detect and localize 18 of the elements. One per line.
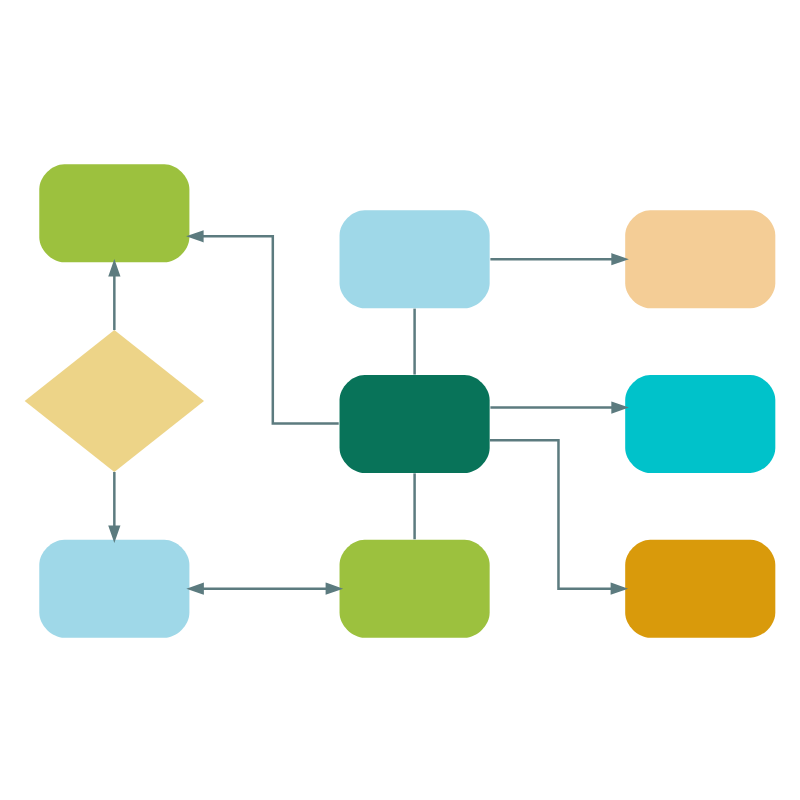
node-box <box>39 163 190 262</box>
node-box <box>625 538 776 637</box>
arrow <box>489 438 629 594</box>
node-box <box>625 209 776 308</box>
node-box <box>625 373 776 472</box>
connector <box>413 307 416 374</box>
arrow <box>490 252 629 265</box>
arrow <box>108 470 121 542</box>
arrow <box>186 581 344 594</box>
node-box <box>39 538 190 637</box>
arrow <box>490 400 629 413</box>
connector <box>413 472 416 539</box>
arrow <box>186 229 339 424</box>
node-diamond <box>24 329 204 471</box>
node-box <box>339 209 490 308</box>
node-box <box>339 373 490 472</box>
arrow <box>108 258 121 330</box>
node-box <box>339 538 490 637</box>
